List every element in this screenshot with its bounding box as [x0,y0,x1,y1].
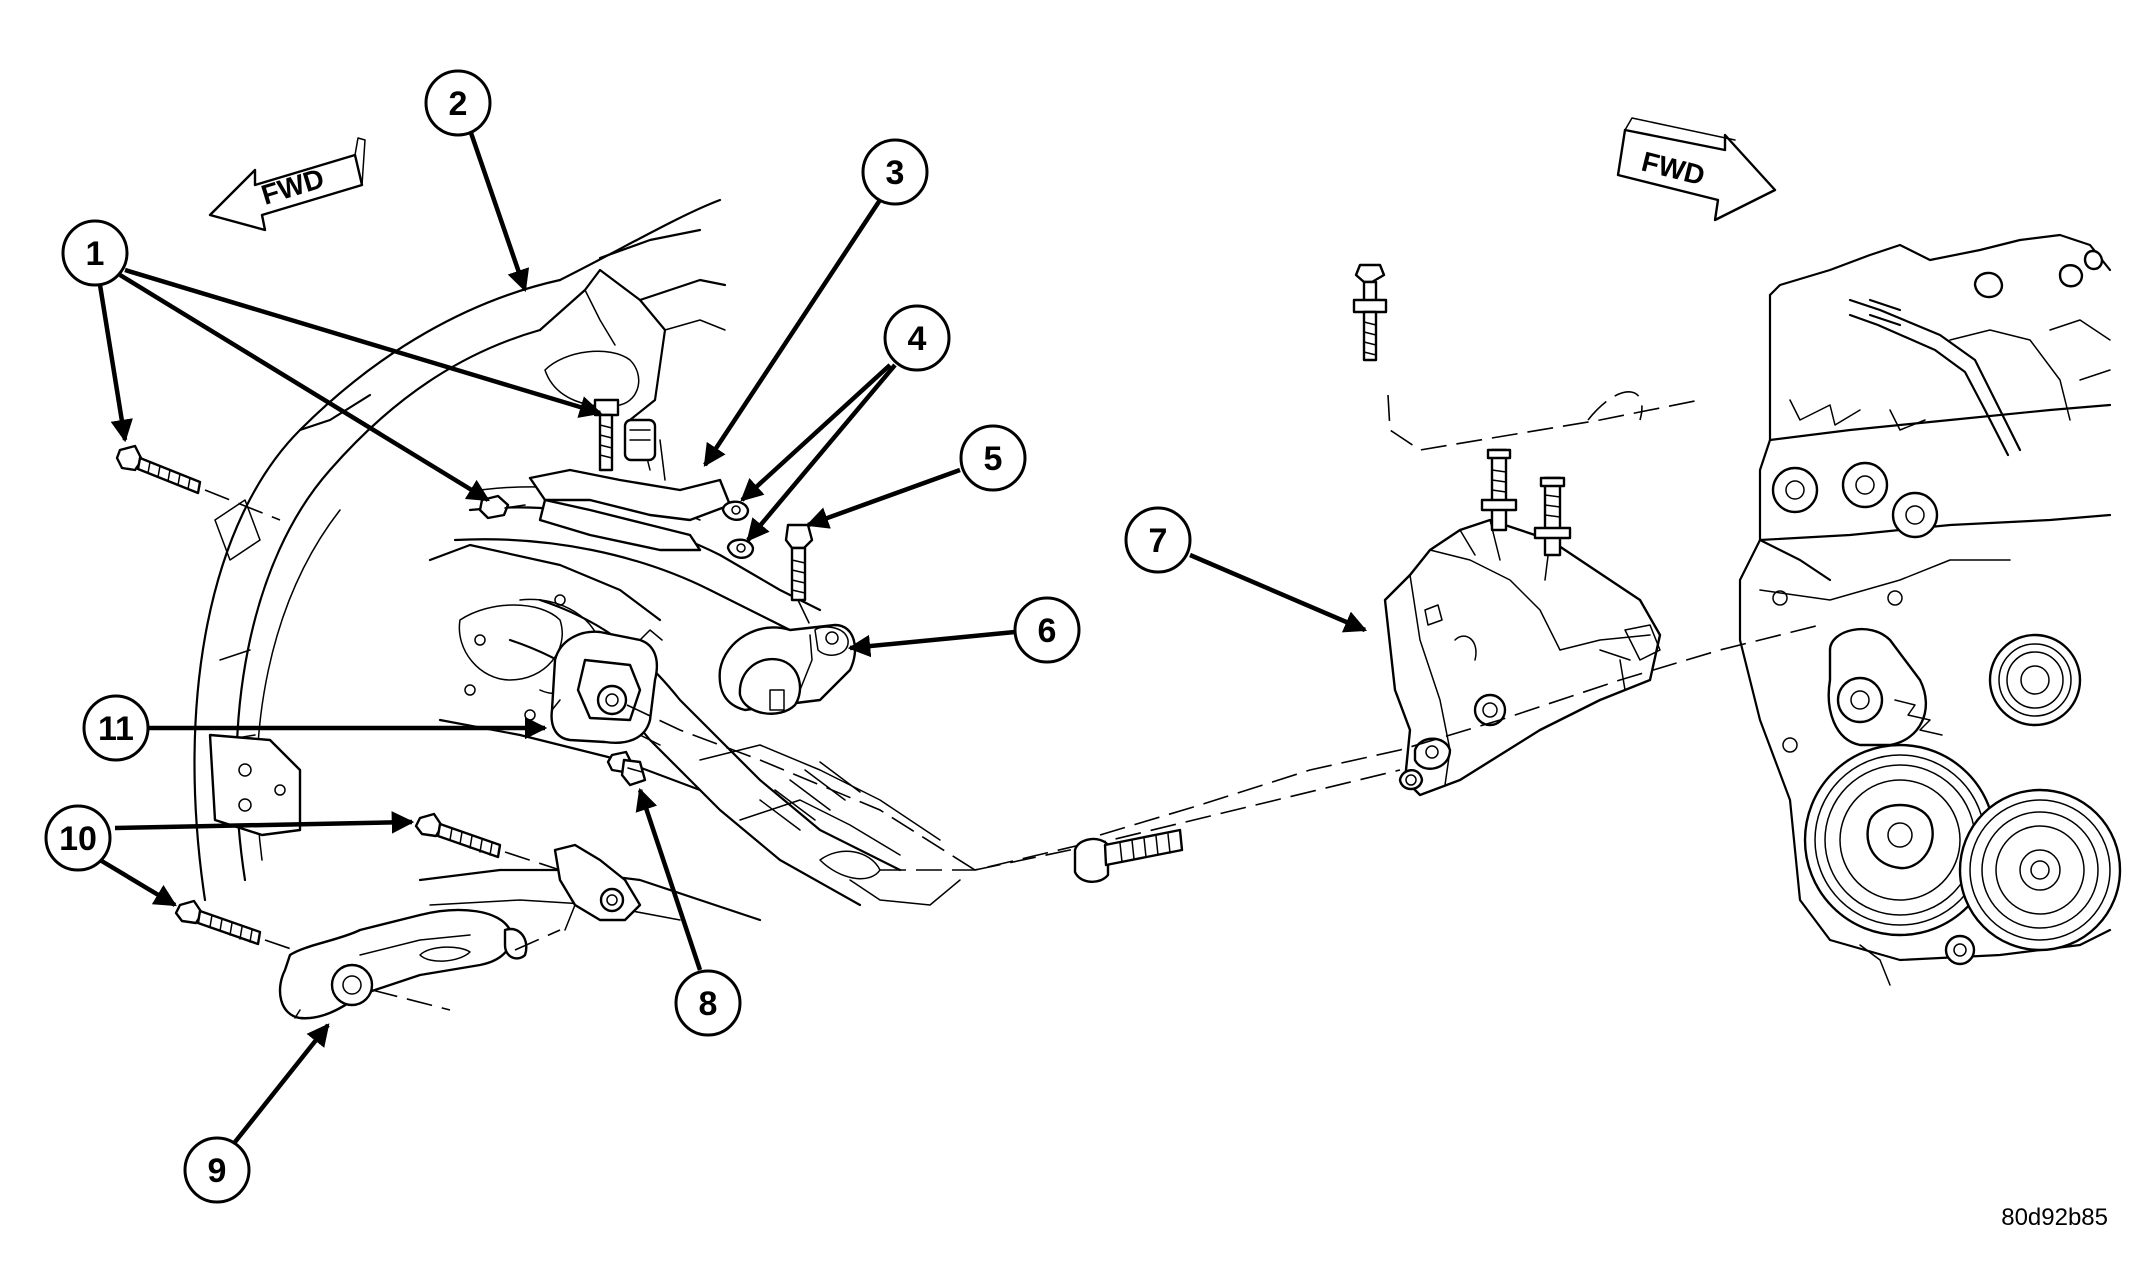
callout-label-5: 5 [984,440,1003,478]
mount-bolt [1073,828,1184,883]
nuts [721,500,755,559]
bolt-8 [606,750,647,787]
engine-mount-bracket [1352,263,1701,797]
callout-6: 6 [1013,596,1081,664]
callout-label-7: 7 [1149,522,1168,560]
bolts-10 [174,812,502,946]
transmission-mount [718,623,857,715]
callout-label-1: 1 [86,235,105,273]
callout-7: 7 [1124,506,1192,574]
callout-11: 11 [82,694,150,762]
left-body-structure [193,198,961,922]
callout-label-6: 6 [1038,612,1057,650]
bolt-far-left [115,444,202,495]
callout-label-11: 11 [98,710,134,748]
fwd-arrow-left: FWD [208,137,366,232]
callout-leaders [97,129,1368,1144]
figure-reference: 80d92b85 [2001,1204,2108,1231]
callout-label-9: 9 [208,1152,227,1190]
callout-5: 5 [959,424,1027,492]
callout-4: 4 [883,304,951,372]
callout-1: 1 [61,219,129,287]
callout-label-3: 3 [886,154,905,192]
callout-10: 10 [44,804,112,872]
callout-9: 9 [183,1136,251,1204]
fwd-arrow-right: FWD [1616,117,1777,222]
callout-label-2: 2 [449,85,468,123]
bolt-5 [784,523,814,602]
engine-block [1738,233,2122,986]
callout-8: 8 [674,969,742,1037]
lower-bracket [553,843,642,931]
callout-label-10: 10 [59,820,97,858]
callout-2: 2 [424,69,492,137]
callout-3: 3 [861,138,929,206]
dog-bone-mount [278,908,528,1020]
callout-label-8: 8 [699,985,718,1023]
callout-label-4: 4 [908,320,927,358]
top-bracket [528,398,732,552]
left-mount [550,629,663,744]
